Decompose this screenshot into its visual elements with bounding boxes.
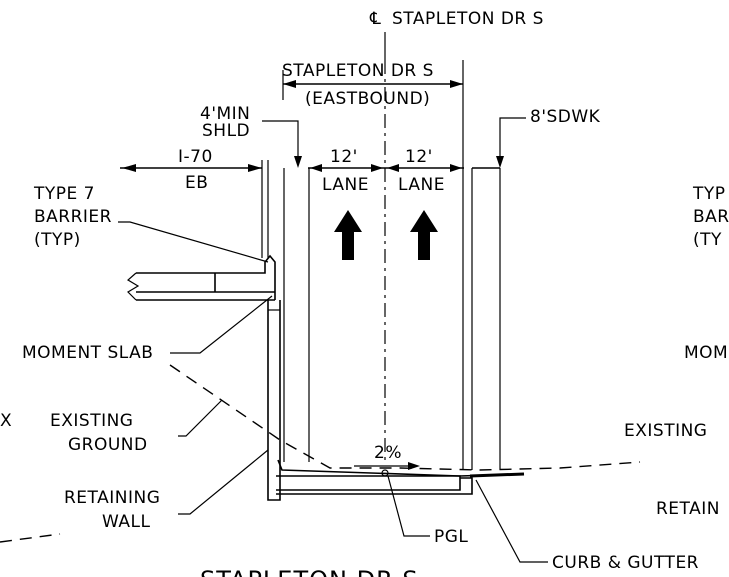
- break-line: [126, 272, 140, 301]
- moment-slab-leader: [170, 295, 273, 354]
- arrowhead: [122, 164, 136, 172]
- slope-label: 2%: [374, 443, 402, 463]
- existing-ground-line: [0, 533, 61, 543]
- lane-width-1: 12': [330, 147, 358, 167]
- left-edge-mark: X: [0, 411, 12, 431]
- arrowhead: [450, 80, 463, 88]
- arrowhead: [496, 156, 504, 168]
- arrowhead: [283, 80, 296, 88]
- sidewalk-label: 8'SDWK: [530, 107, 601, 127]
- pgl-label: PGL: [434, 527, 468, 547]
- direction-arrow-icon: [334, 210, 362, 260]
- road-name-label: STAPLETON DR S: [282, 61, 434, 81]
- pgl-leader: [387, 475, 430, 537]
- right-barrier-label-2: BAR: [693, 207, 729, 227]
- eb-label: EB: [185, 173, 208, 193]
- direction-arrow-icon: [410, 210, 438, 260]
- right-retaining-label: RETAIN: [656, 499, 720, 519]
- arrowhead: [450, 164, 462, 172]
- arrowhead: [408, 462, 420, 470]
- moment-slab-label: MOMENT SLAB: [22, 343, 153, 363]
- arrowhead: [294, 156, 302, 168]
- shoulder-leader: [262, 120, 299, 160]
- barrier-leader: [118, 221, 269, 263]
- right-barrier-label-3: (TY: [693, 230, 722, 250]
- existing-ground-leader: [178, 399, 223, 437]
- barrier-label-1: TYPE 7: [33, 184, 95, 204]
- barrier-label-3: (TYP): [34, 230, 81, 250]
- existing-ground-line: [169, 364, 641, 471]
- arrowhead: [371, 164, 383, 172]
- retaining-wall: [267, 300, 281, 501]
- i70-label: I-70: [178, 147, 213, 167]
- right-existing-label: EXISTING: [624, 421, 707, 441]
- barrier-outline: [136, 254, 276, 300]
- lane-label-1: LANE: [322, 175, 369, 195]
- arrowhead: [248, 164, 262, 172]
- section-title: STAPLETON DR S: [200, 566, 419, 577]
- shoulder-label-1: 4'MIN: [200, 104, 250, 124]
- curb-leader: [475, 479, 548, 563]
- right-moment-label: MOME: [684, 343, 729, 363]
- arrowhead: [387, 164, 399, 172]
- lane-width-2: 12': [405, 147, 433, 167]
- centerline-symbol: ℄: [369, 9, 381, 29]
- pavement-section: [276, 475, 461, 491]
- right-barrier-label-1: TYP: [692, 184, 726, 204]
- sidewalk-slab: [469, 472, 525, 478]
- retaining-wall-label-2: WALL: [102, 512, 150, 532]
- barrier-label-2: BARRIER: [34, 207, 112, 227]
- centerline-label: STAPLETON DR S: [392, 9, 544, 29]
- direction-label: (EASTBOUND): [305, 89, 430, 109]
- lane-label-2: LANE: [398, 175, 445, 195]
- retaining-wall-leader: [178, 449, 269, 515]
- pgl-point: [381, 469, 389, 477]
- sidewalk-leader: [499, 117, 526, 160]
- retaining-wall-label-1: RETAINING: [64, 488, 160, 508]
- curb-gutter-section: [276, 477, 473, 495]
- curb-gutter-label: CURB & GUTTER: [552, 553, 699, 573]
- existing-ground-label-1: EXISTING: [50, 411, 133, 431]
- shoulder-label-2: SHLD: [202, 121, 250, 141]
- arrowhead: [310, 164, 322, 172]
- existing-ground-label-2: GROUND: [68, 435, 148, 455]
